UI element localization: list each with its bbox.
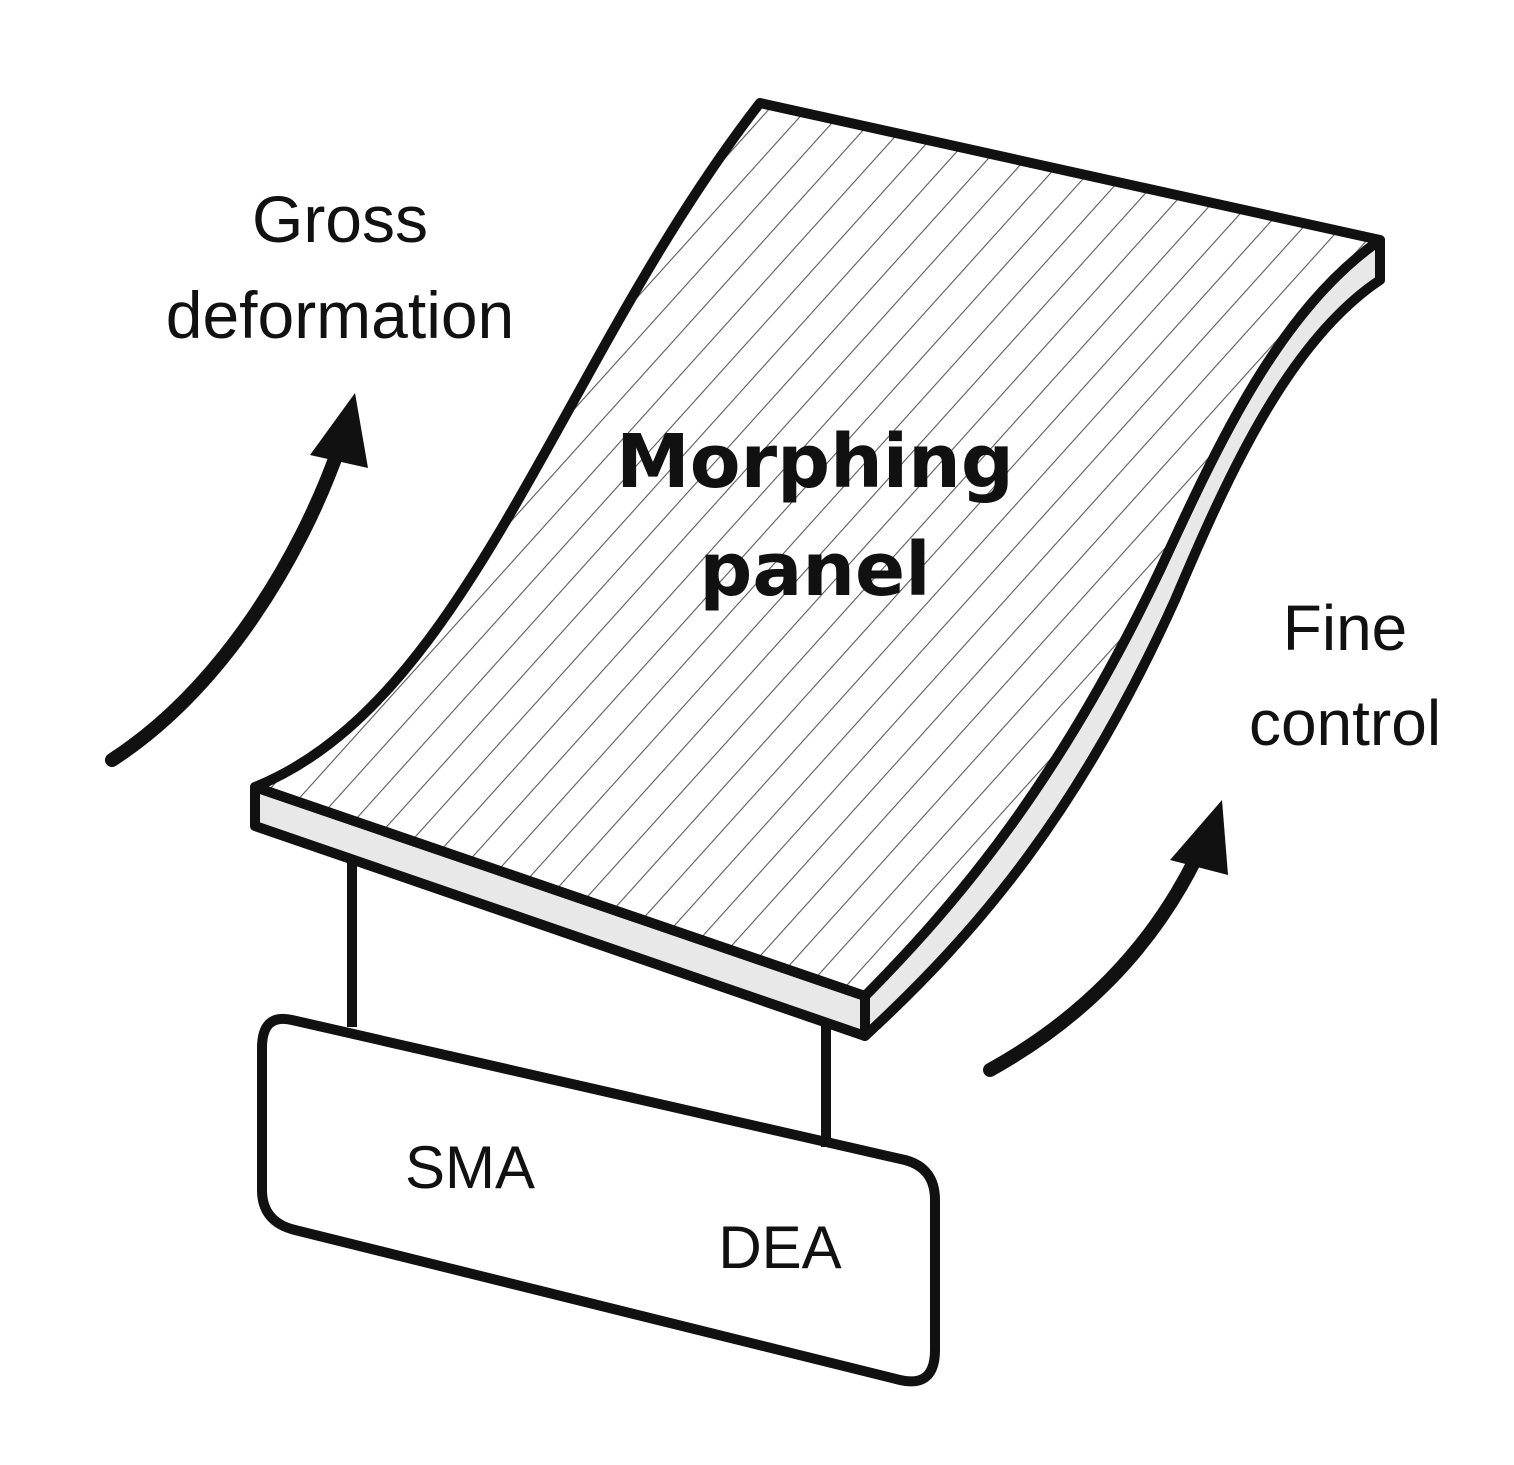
gross-deformation-arrow	[105, 393, 368, 767]
actuator-block	[257, 1013, 940, 1387]
morphing-panel-label-line2: panel	[699, 527, 930, 613]
fine-control-label-line2: control	[1249, 687, 1441, 759]
fine-control-label-line1: Fine	[1283, 592, 1408, 664]
gross-deformation-label-line1: Gross	[252, 182, 428, 256]
morphing-panel-label-line1: Morphing	[616, 419, 1014, 505]
fine-control-arrow	[983, 800, 1228, 1077]
gross-deformation-label-line2: deformation	[166, 278, 515, 352]
sma-label: SMA	[405, 1134, 535, 1201]
dea-label: DEA	[718, 1214, 841, 1281]
